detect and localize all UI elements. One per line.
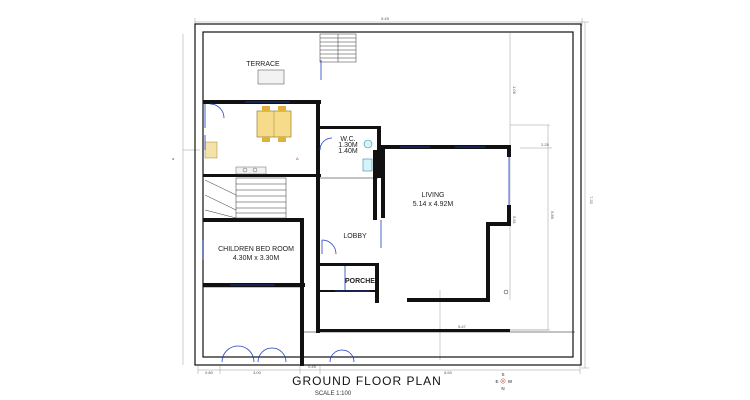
label-living-size: 5.14 x 4.92M	[413, 201, 454, 208]
dim-right-inner: 5.86	[550, 211, 555, 220]
wc-fixtures	[362, 139, 373, 172]
dim-bottom-a: 0.80	[205, 370, 214, 375]
label-children-size: 4.30M x 3.30M	[233, 255, 279, 262]
terrace-table	[257, 69, 285, 85]
compass-e: E	[495, 379, 498, 384]
dim-right-mid: 1.06	[512, 86, 517, 95]
main-stairs	[204, 177, 287, 219]
svg-text:A: A	[296, 156, 299, 161]
dim-right-outer: 7.32	[589, 196, 594, 205]
section-markers: a A	[172, 156, 299, 161]
column-marker	[503, 289, 509, 295]
label-lobby: LOBBY	[343, 233, 367, 240]
label-porche: PORCHE	[345, 278, 375, 285]
dim-bottom-d: 6.50	[444, 370, 453, 375]
terrace-stairs	[319, 33, 357, 63]
compass-w: W	[508, 379, 513, 384]
plan-title: GROUND FLOOR PLAN	[292, 374, 442, 388]
dim-right-upper: 2.25	[541, 142, 550, 147]
outer-walls	[194, 23, 582, 366]
compass-n: N	[501, 386, 504, 391]
kitchen-counter	[204, 141, 267, 175]
dim-top: 5.45	[381, 16, 390, 21]
label-wc-depth: 1.40M	[338, 148, 358, 155]
dim-bottom-inner: 5.47	[458, 324, 467, 329]
label-children-name: CHILDREN BED ROOM	[218, 246, 294, 253]
dim-bottom-b: 3.00	[253, 370, 262, 375]
dim-living-depth: 5.61	[512, 216, 517, 225]
label-wc-width: 1.30M	[338, 142, 358, 149]
dim-bottom-c: 0.45	[308, 364, 317, 369]
dining-set	[256, 106, 292, 142]
plan-scale: SCALE 1:100	[315, 391, 352, 397]
wall-outlines	[203, 177, 575, 333]
svg-text:a: a	[172, 156, 175, 161]
compass-s: S	[501, 372, 504, 377]
label-living-name: LIVING	[422, 192, 445, 199]
compass-rose: S N E W	[495, 372, 512, 391]
label-wc-name: W.C.	[340, 136, 355, 143]
label-terrace: TERRACE	[246, 61, 280, 68]
openings	[202, 60, 510, 363]
